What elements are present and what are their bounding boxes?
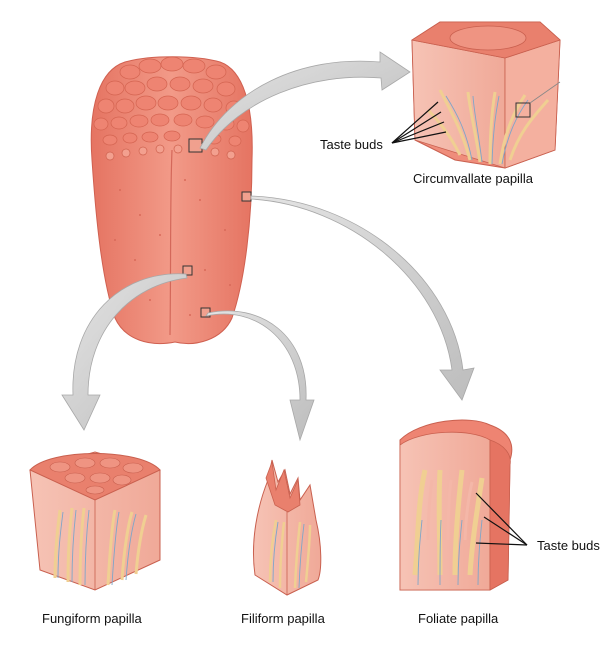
taste-buds-pointers-top bbox=[391, 101, 447, 144]
arrows bbox=[61, 51, 475, 442]
fungiform-papilla-illustration bbox=[29, 451, 161, 591]
taste-buds-label-bottom: Taste buds bbox=[537, 538, 600, 553]
arrow-to-foliate bbox=[250, 195, 475, 401]
arrow-to-fungiform bbox=[61, 273, 188, 431]
box-foliate bbox=[241, 191, 252, 202]
tongue-posterior-bumps bbox=[93, 56, 250, 147]
foliate-papilla-illustration bbox=[399, 419, 528, 591]
circumvallate-papilla-label: Circumvallate papilla bbox=[413, 171, 533, 186]
foliate-papilla-label: Foliate papilla bbox=[418, 611, 499, 626]
tongue-median-groove bbox=[169, 149, 173, 336]
circumvallate-detail-box bbox=[515, 102, 531, 118]
box-circumvallate bbox=[188, 138, 203, 153]
fungiform-papilla-label: Fungiform papilla bbox=[42, 611, 142, 626]
box-fungiform bbox=[182, 265, 193, 276]
arrow-to-filiform bbox=[205, 310, 315, 442]
tongue-speckles bbox=[114, 179, 231, 316]
tongue-vallate-row bbox=[105, 144, 236, 161]
arrow-to-circumvallate bbox=[199, 51, 411, 151]
filiform-papilla-label: Filiform papilla bbox=[241, 611, 325, 626]
circumvallate-papilla-illustration bbox=[391, 21, 561, 169]
filiform-papilla-illustration bbox=[252, 459, 322, 596]
taste-buds-pointers-bottom bbox=[475, 492, 528, 546]
taste-buds-label-top: Taste buds bbox=[320, 137, 383, 152]
